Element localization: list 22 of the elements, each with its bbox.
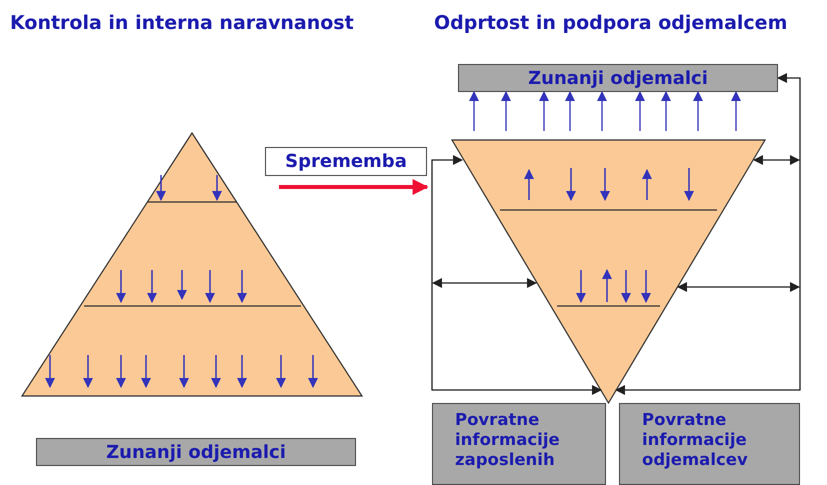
arrow	[431, 155, 602, 395]
arrow	[597, 91, 607, 131]
arrow	[501, 91, 511, 131]
customer-bar: Zunanji odjemalci	[458, 64, 778, 92]
feedback-box: Povratne informacije odjemalcev	[619, 403, 800, 485]
arrow	[565, 91, 575, 131]
arrow	[432, 278, 537, 288]
arrow	[731, 91, 741, 131]
feedback-box: Povratne informacije zaposlenih	[432, 403, 606, 485]
heading: Kontrola in interna naravnanost	[10, 12, 354, 34]
arrow	[539, 91, 549, 131]
heading: Odprtost in podpora odjemalcem	[434, 12, 788, 34]
arrow	[661, 91, 671, 131]
arrow	[693, 91, 703, 131]
arrow	[615, 73, 801, 395]
arrow	[635, 91, 645, 131]
change-box: Sprememba	[265, 147, 427, 176]
arrow	[753, 155, 800, 165]
arrow	[469, 91, 479, 131]
arrow	[677, 282, 800, 292]
inverted-pyramid	[450, 139, 766, 404]
customer-bar: Zunanji odjemalci	[36, 438, 356, 466]
